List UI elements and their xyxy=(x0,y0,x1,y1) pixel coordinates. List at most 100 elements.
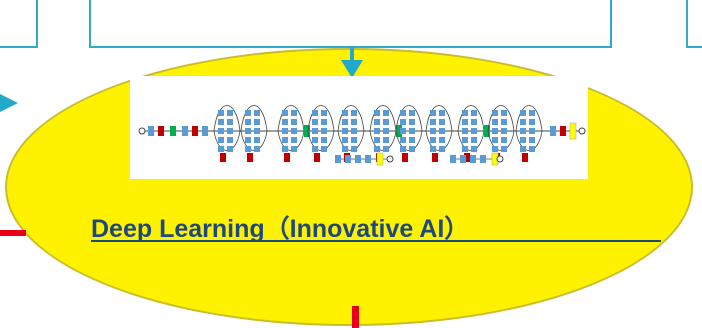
stem-block xyxy=(202,126,208,136)
module-arc xyxy=(487,105,515,132)
module-cell xyxy=(471,128,477,134)
module-cell xyxy=(462,110,468,116)
module-cell xyxy=(218,128,224,134)
module-cell xyxy=(520,137,526,143)
module-cell xyxy=(312,110,318,116)
module-cell xyxy=(462,137,468,143)
stem-block xyxy=(192,126,198,136)
module-cell xyxy=(529,146,535,152)
aux-softmax-block xyxy=(376,152,384,166)
module-cell xyxy=(282,146,288,152)
module-cell xyxy=(400,128,406,134)
module-arc xyxy=(515,105,543,132)
module-pool-block xyxy=(247,153,253,162)
module-cell xyxy=(383,119,389,125)
module-cell xyxy=(383,137,389,143)
module-cell xyxy=(520,119,526,125)
module-cell xyxy=(321,137,327,143)
module-cell xyxy=(254,128,260,134)
module-pool-block xyxy=(464,153,470,162)
module-cell xyxy=(245,137,251,143)
module-cell xyxy=(227,146,233,152)
diagram-title: Deep Learning（Innovative AI） xyxy=(91,215,470,243)
top-left-box xyxy=(0,0,38,48)
module-cell xyxy=(218,137,224,143)
module-cell xyxy=(492,146,498,152)
module-cell xyxy=(351,110,357,116)
module-cell xyxy=(409,128,415,134)
module-cell xyxy=(321,146,327,152)
module-cell xyxy=(400,110,406,116)
module-cell xyxy=(520,128,526,134)
module-cell xyxy=(312,137,318,143)
module-cell xyxy=(529,137,535,143)
top-right-box xyxy=(686,0,702,48)
module-arc xyxy=(240,105,268,132)
module-cell xyxy=(374,119,380,125)
module-cell xyxy=(501,110,507,116)
module-cell xyxy=(529,110,535,116)
module-cell xyxy=(409,146,415,152)
module-cell xyxy=(409,137,415,143)
module-cell xyxy=(374,146,380,152)
module-cell xyxy=(439,128,445,134)
module-cell xyxy=(282,128,288,134)
module-cell xyxy=(342,137,348,143)
module-cell xyxy=(218,110,224,116)
title-underline xyxy=(91,240,661,242)
module-cell xyxy=(501,137,507,143)
module-cell xyxy=(492,137,498,143)
module-cell xyxy=(439,119,445,125)
module-arc xyxy=(395,105,423,132)
module-arc xyxy=(369,105,397,132)
final-block xyxy=(560,126,566,136)
aux-branch-block xyxy=(480,155,486,163)
module-cell xyxy=(342,119,348,125)
module-arc xyxy=(307,105,335,132)
aux-branch-block xyxy=(460,155,466,163)
network-input-node xyxy=(138,127,146,135)
module-cell xyxy=(462,146,468,152)
module-cell xyxy=(342,128,348,134)
module-cell xyxy=(282,110,288,116)
module-cell xyxy=(471,119,477,125)
module-cell xyxy=(520,146,526,152)
module-cell xyxy=(218,146,224,152)
network-architecture-image xyxy=(130,76,588,179)
module-cell xyxy=(462,128,468,134)
module-cell xyxy=(374,137,380,143)
module-cell xyxy=(471,137,477,143)
module-cell xyxy=(529,128,535,134)
red-connector-left xyxy=(0,230,26,236)
aux-branch-block xyxy=(450,155,456,163)
module-cell xyxy=(291,128,297,134)
module-arc xyxy=(213,105,241,132)
module-cell xyxy=(245,128,251,134)
module-cell xyxy=(227,110,233,116)
module-concat-block xyxy=(396,125,402,137)
module-cell xyxy=(430,146,436,152)
module-cell xyxy=(400,137,406,143)
aux-branch-block xyxy=(355,155,361,163)
module-cell xyxy=(351,137,357,143)
module-cell xyxy=(321,110,327,116)
module-cell xyxy=(245,110,251,116)
module-cell xyxy=(492,110,498,116)
module-cell xyxy=(430,128,436,134)
module-cell xyxy=(351,146,357,152)
stem-block xyxy=(158,126,164,136)
module-cell xyxy=(254,137,260,143)
module-cell xyxy=(400,146,406,152)
module-cell xyxy=(321,128,327,134)
module-cell xyxy=(291,146,297,152)
module-cell xyxy=(374,110,380,116)
down-arrow-icon xyxy=(341,60,363,78)
module-pool-block xyxy=(314,153,320,162)
module-pool-block xyxy=(220,153,226,162)
module-cell xyxy=(462,119,468,125)
module-cell xyxy=(321,119,327,125)
module-cell xyxy=(312,119,318,125)
stem-block xyxy=(182,126,188,136)
module-cell xyxy=(312,128,318,134)
aux-output-node xyxy=(496,155,504,163)
